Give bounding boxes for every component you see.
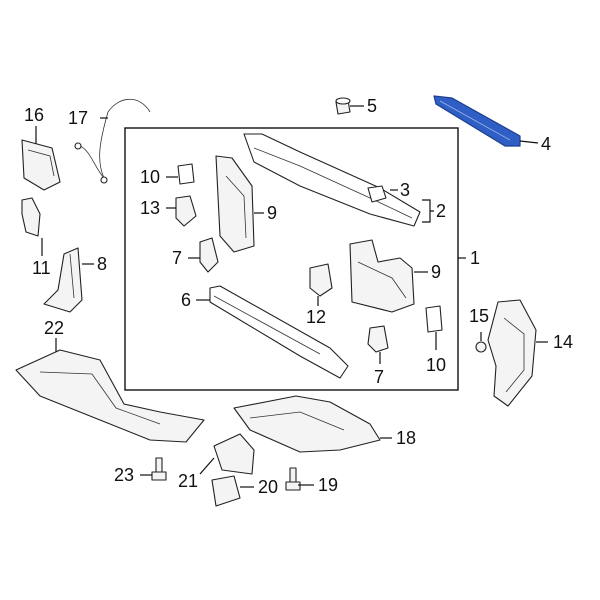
part-9-left-deflector[interactable] xyxy=(215,155,255,253)
callout-3: 3 xyxy=(400,180,410,200)
part-12-bracket[interactable] xyxy=(309,263,333,297)
callout-22: 22 xyxy=(44,318,64,338)
callout-20: 20 xyxy=(258,477,278,497)
callout-2: 2 xyxy=(436,201,446,221)
part-10-upper-clip[interactable] xyxy=(177,163,195,185)
part-6-lower-tie-bar[interactable] xyxy=(209,285,349,379)
callout-7-upper: 7 xyxy=(172,248,182,268)
leader-lines xyxy=(35,105,548,488)
part-16-module[interactable] xyxy=(21,139,61,191)
callout-7-lower: 7 xyxy=(374,367,384,387)
part-10-lower-clip[interactable] xyxy=(425,305,443,333)
part-17-harness[interactable] xyxy=(74,98,151,184)
callout-14: 14 xyxy=(553,332,573,352)
assembly-frame xyxy=(124,127,459,391)
callout-9-right: 9 xyxy=(431,262,441,282)
part-4-highlighted[interactable] xyxy=(433,95,521,147)
part-18-lower-cover[interactable] xyxy=(233,395,381,453)
callout-labels: 1 2 3 4 5 6 7 7 8 9 9 10 10 11 12 13 14 … xyxy=(24,96,573,497)
callout-16: 16 xyxy=(24,105,44,125)
callout-12: 12 xyxy=(306,307,326,327)
part-8-pillar[interactable] xyxy=(43,247,83,313)
part-23-bolt[interactable] xyxy=(151,457,167,481)
callout-10-upper: 10 xyxy=(140,167,160,187)
callout-5: 5 xyxy=(367,96,377,116)
callout-17: 17 xyxy=(68,108,88,128)
part-3-clip[interactable] xyxy=(367,185,387,203)
callout-8: 8 xyxy=(97,254,107,274)
callout-10-lower: 10 xyxy=(426,355,446,375)
callout-21: 21 xyxy=(178,471,198,491)
part-9-right-deflector[interactable] xyxy=(349,239,415,313)
callout-19: 19 xyxy=(318,475,338,495)
part-20-bracket[interactable] xyxy=(211,475,241,507)
part-21-bracket[interactable] xyxy=(213,433,255,475)
part-19-bolt[interactable] xyxy=(285,467,301,491)
part-5-clip[interactable] xyxy=(335,97,351,115)
callout-9-left: 9 xyxy=(267,203,277,223)
part-13-bracket[interactable] xyxy=(175,195,197,227)
callout-18: 18 xyxy=(396,428,416,448)
part-7-lower-bracket[interactable] xyxy=(367,325,389,353)
callout-23: 23 xyxy=(114,465,134,485)
callout-11: 11 xyxy=(32,258,51,278)
callout-4: 4 xyxy=(541,134,551,154)
part-15-clip[interactable] xyxy=(475,341,487,353)
callout-1: 1 xyxy=(470,248,480,268)
part-2-upper-tie-bar[interactable] xyxy=(243,133,421,227)
callout-13: 13 xyxy=(140,198,160,218)
callout-15: 15 xyxy=(469,306,489,326)
part-11-bracket[interactable] xyxy=(21,197,41,237)
part-22-under-cover[interactable] xyxy=(15,349,205,443)
part-7-upper-bracket[interactable] xyxy=(199,237,219,273)
part-14-shield[interactable] xyxy=(487,299,537,407)
callout-6: 6 xyxy=(181,290,191,310)
